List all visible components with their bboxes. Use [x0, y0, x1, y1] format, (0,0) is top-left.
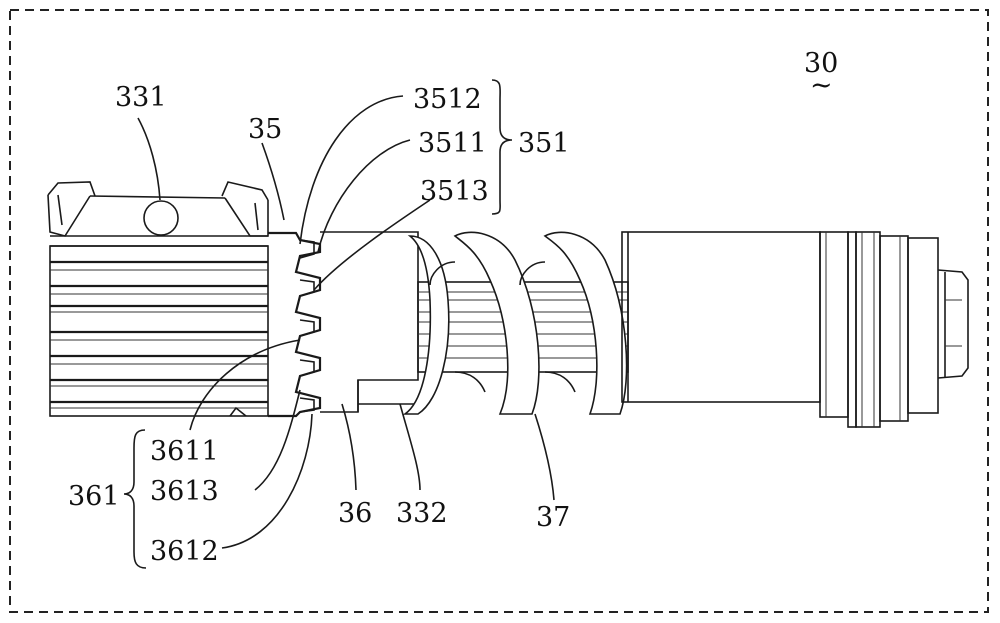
- sleeve-331: [47, 181, 269, 417]
- label-37: 37: [536, 502, 570, 533]
- label-3511: 3511: [418, 128, 487, 159]
- spring-37: [402, 231, 628, 415]
- label-3611: 3611: [150, 436, 219, 467]
- label-3613: 3613: [150, 476, 219, 507]
- label-331: 331: [115, 82, 167, 113]
- collar-36: [320, 231, 420, 413]
- label-35: 35: [248, 114, 282, 145]
- clutch-teeth: [268, 231, 322, 418]
- label-332: 332: [396, 498, 448, 529]
- label-36: 36: [338, 498, 372, 529]
- label-3513: 3513: [420, 176, 489, 207]
- label-351: 351: [518, 128, 570, 159]
- sleeve-hole: [143, 200, 179, 236]
- label-361: 361: [68, 481, 120, 512]
- label-3612: 3612: [150, 536, 219, 567]
- label-30-tilde: ~: [810, 70, 833, 101]
- dashed-frame: [9, 9, 989, 613]
- leader-lines: [123, 79, 555, 569]
- label-30: 30: [804, 48, 838, 79]
- cylinder-body: [621, 231, 969, 428]
- label-3512: 3512: [413, 84, 482, 115]
